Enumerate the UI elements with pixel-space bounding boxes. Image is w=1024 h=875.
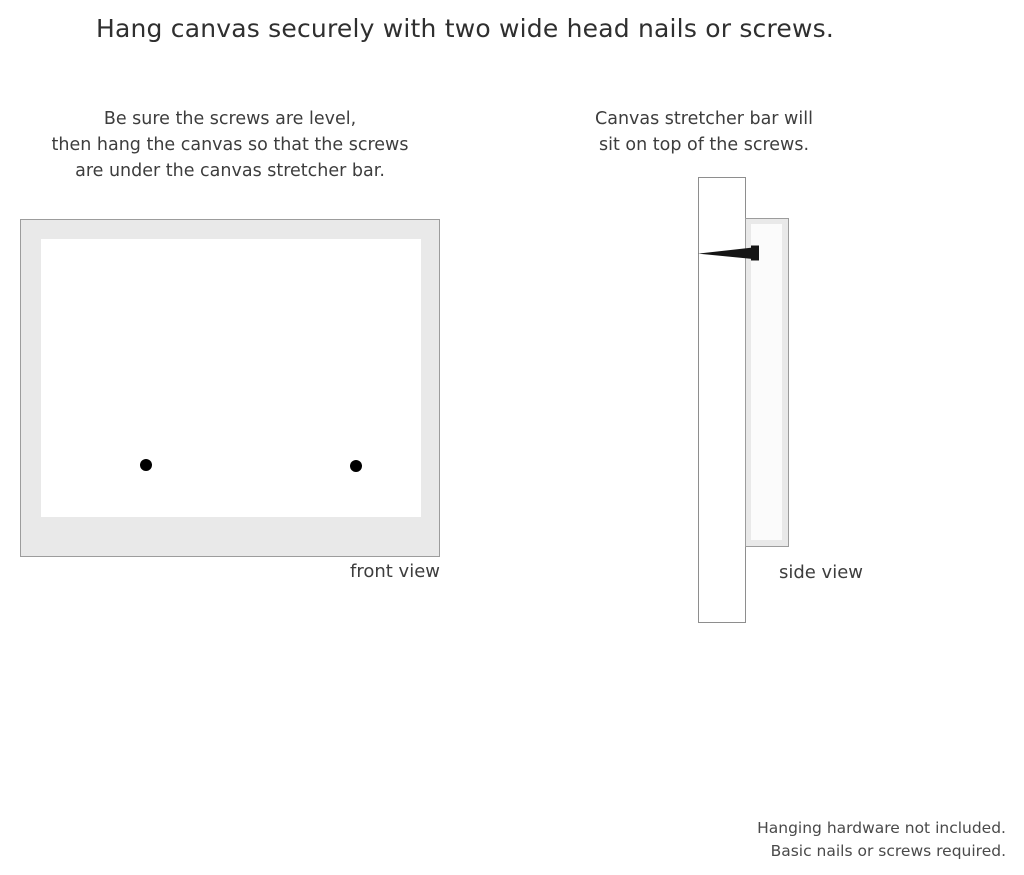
screw-head-icon-left [140, 459, 152, 471]
front-view-caption: Be sure the screws are level, then hang … [20, 106, 440, 184]
front-view-caption-line-3: are under the canvas stretcher bar. [75, 161, 385, 181]
front-view-canvas-diagram [20, 219, 440, 557]
page-title: Hang canvas securely with two wide head … [95, 14, 835, 43]
screw-side-icon [698, 240, 762, 266]
footer-note: Hanging hardware not included. Basic nai… [757, 817, 1006, 863]
side-view-caption-line-2: sit on top of the screws. [598, 135, 810, 155]
footer-note-line-1: Hanging hardware not included. [757, 819, 1006, 837]
front-view-canvas-face [41, 239, 421, 517]
side-view-caption: Canvas stretcher bar will sit on top of … [585, 106, 823, 158]
front-view-caption-line-2: then hang the canvas so that the screws [51, 135, 409, 155]
side-view-caption-line-1: Canvas stretcher bar will [595, 109, 813, 129]
side-view-label: side view [778, 562, 863, 583]
front-view-label: front view [350, 561, 440, 582]
side-view-canvas-stretcher-bar [745, 218, 789, 547]
front-view-caption-line-1: Be sure the screws are level, [103, 109, 357, 129]
side-view-canvas-inner-face [751, 224, 782, 540]
footer-note-line-2: Basic nails or screws required. [770, 842, 1006, 860]
screw-head-icon-right [350, 460, 362, 472]
